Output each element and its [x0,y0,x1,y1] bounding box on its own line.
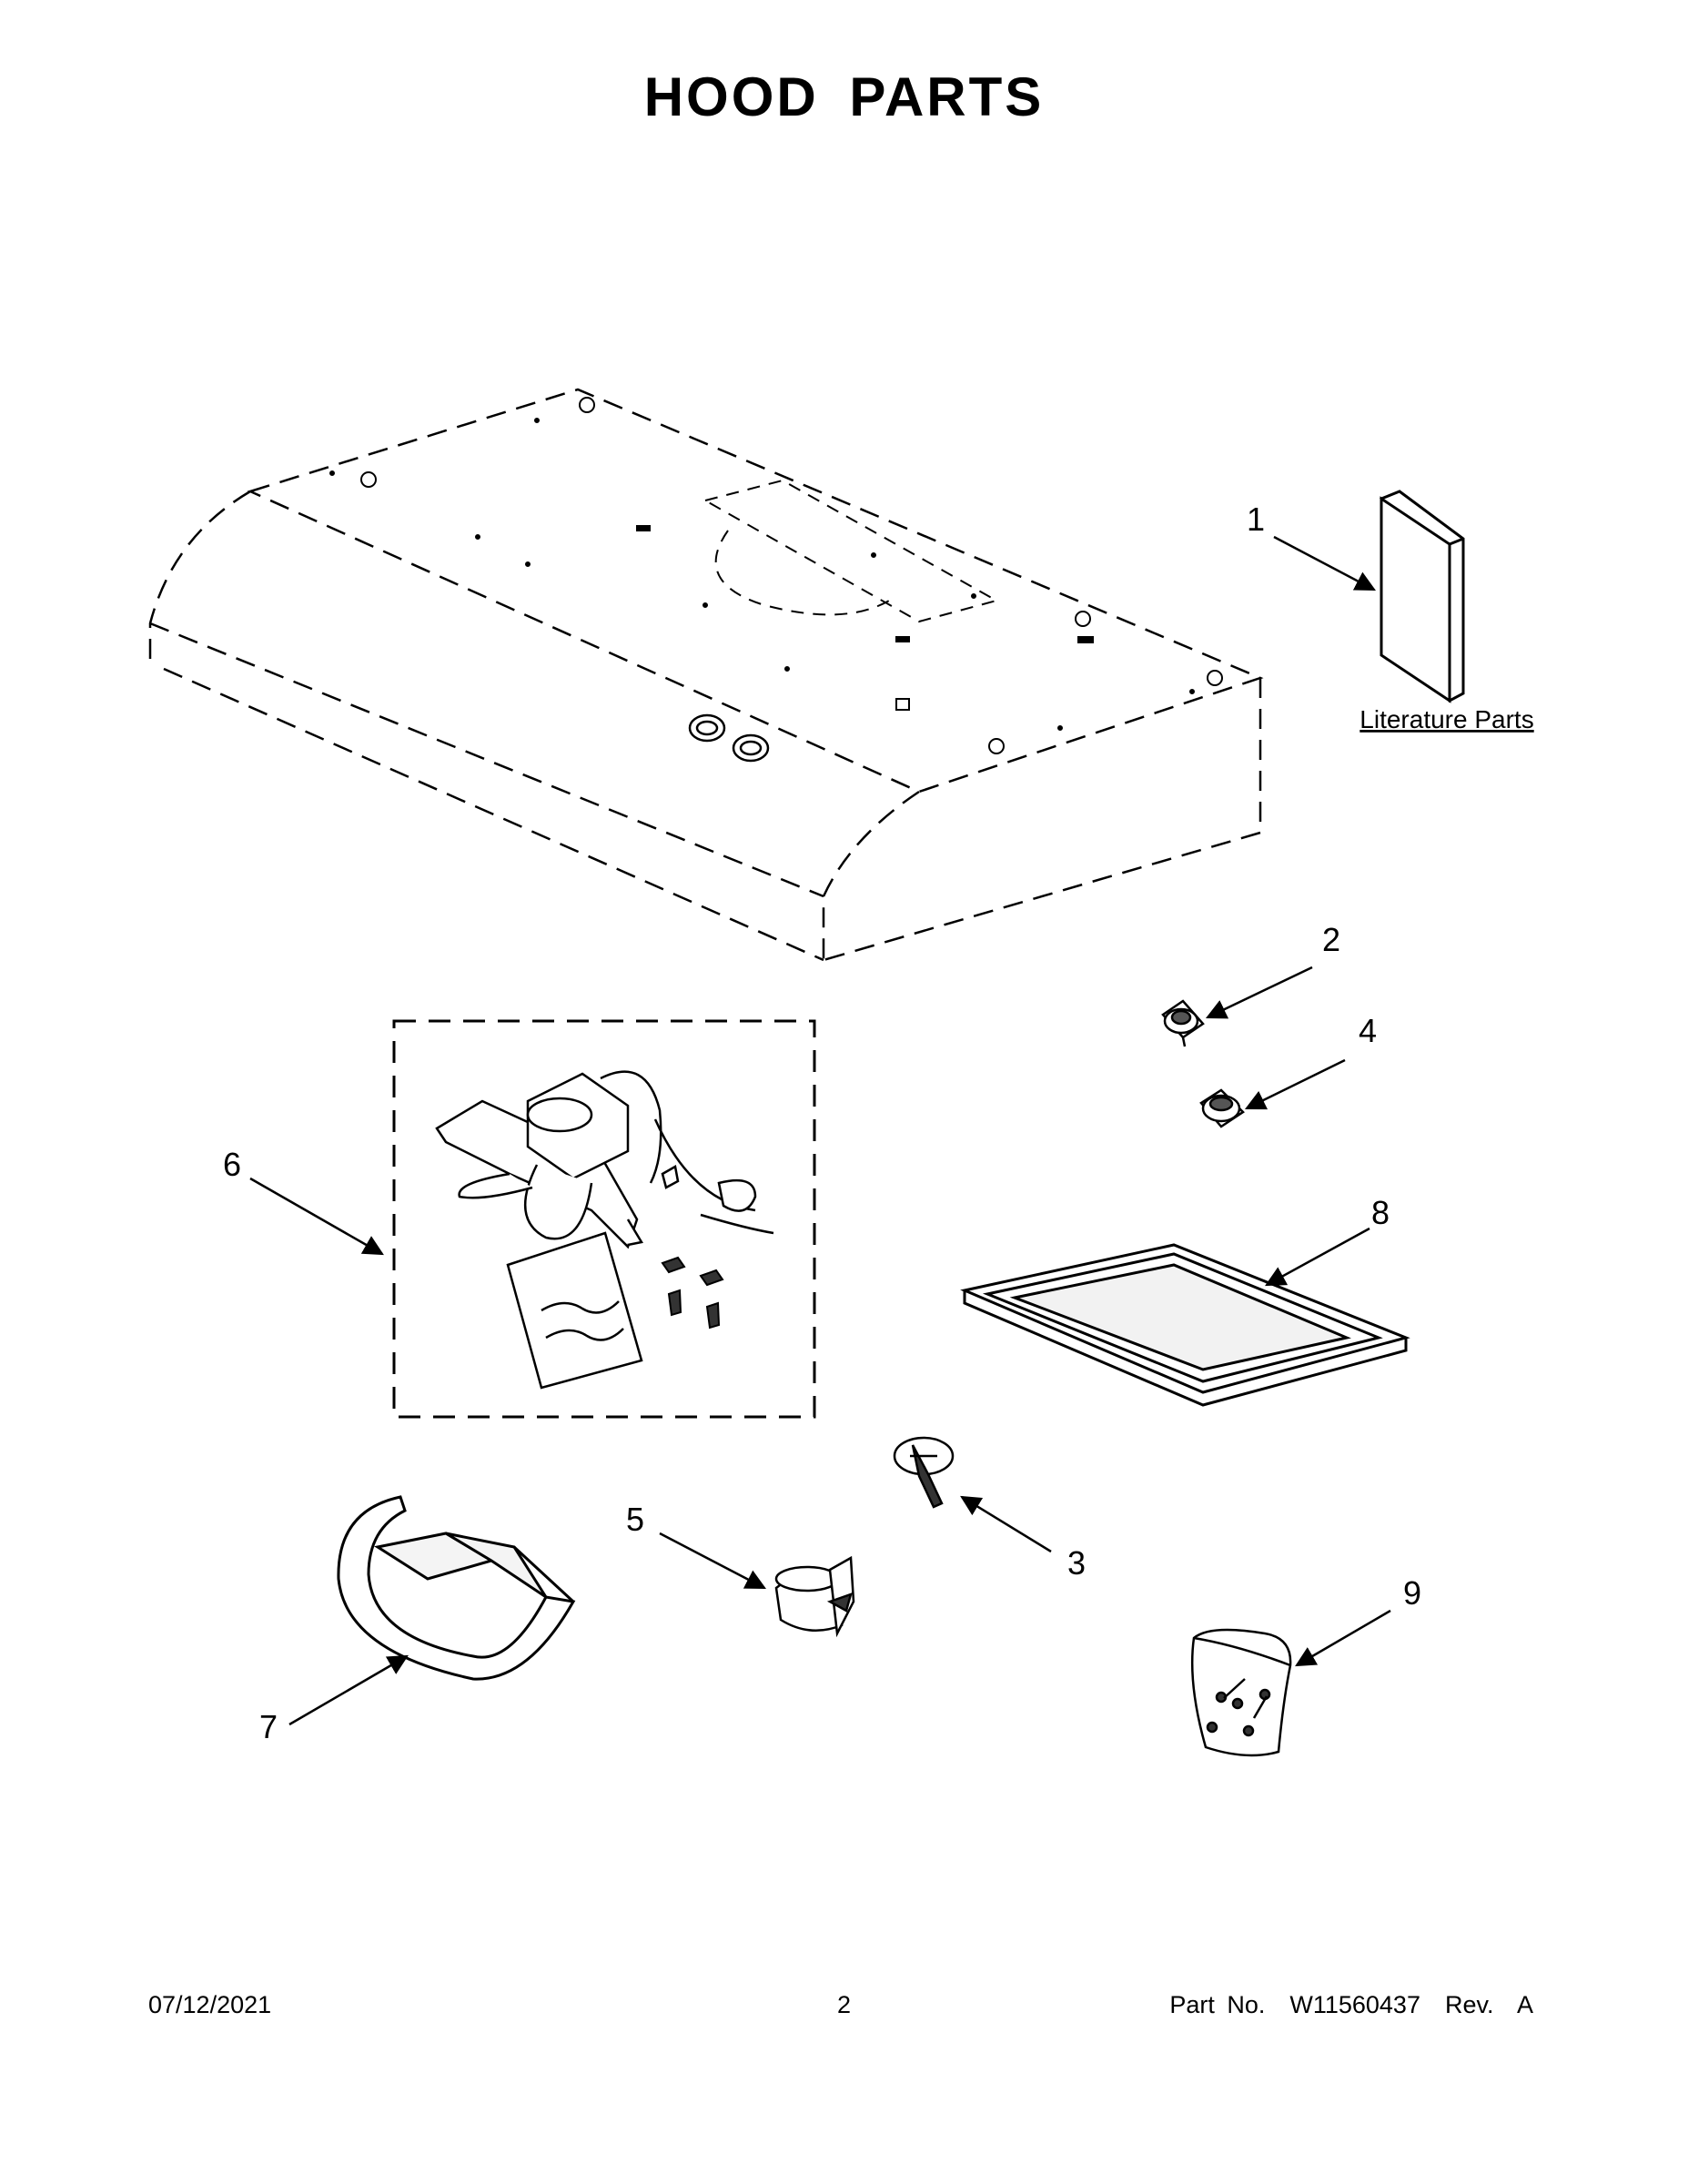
callout-6: 6 [223,1146,241,1183]
page-title: HOOD PARTS [643,66,1045,127]
filter-part-8 [960,1243,1410,1407]
light-part-5 [774,1555,855,1638]
instruction-sheet [506,1231,643,1390]
literature-parts-label: Literature Parts [1359,705,1533,733]
callout-2: 2 [1322,921,1340,958]
motor-kit-box [392,1019,816,1419]
motor-assembly [435,1070,774,1249]
bracket-part-7 [337,1495,576,1681]
callout-7: 7 [259,1708,278,1745]
callout-7-leader [288,1654,409,1726]
callout-1-leader [1273,535,1376,592]
callout-6-leader [249,1177,384,1256]
callout-9: 9 [1403,1574,1421,1612]
callout-5: 5 [626,1501,644,1538]
damper-part-3 [893,1436,955,1509]
callout-9-leader [1295,1609,1391,1667]
callout-3: 3 [1067,1544,1086,1582]
knob-part-2 [1161,999,1205,1047]
hood-body [148,388,1264,962]
callout-4: 4 [1359,1012,1377,1049]
callout-2-leader [1205,966,1313,1019]
footer-date: 07/12/2021 [148,1991,272,2018]
hardware-bag-part-9 [1190,1628,1292,1757]
callout-3-leader [960,1495,1052,1553]
knob-part-4 [1199,1088,1245,1128]
motor-kit-hardware [661,1256,724,1330]
hood-detail-marks [329,397,1223,754]
callout-8-leader [1265,1227,1370,1287]
footer-part-number: Part No. W11560437 Rev. A [1169,1991,1533,2018]
callout-1: 1 [1247,500,1265,538]
callout-8: 8 [1371,1194,1390,1231]
footer-page-number: 2 [836,1991,852,2018]
callout-4-leader [1244,1058,1346,1110]
callout-5-leader [659,1532,766,1590]
literature-parts-book [1380,490,1465,703]
hood-knob-holes [688,713,770,763]
